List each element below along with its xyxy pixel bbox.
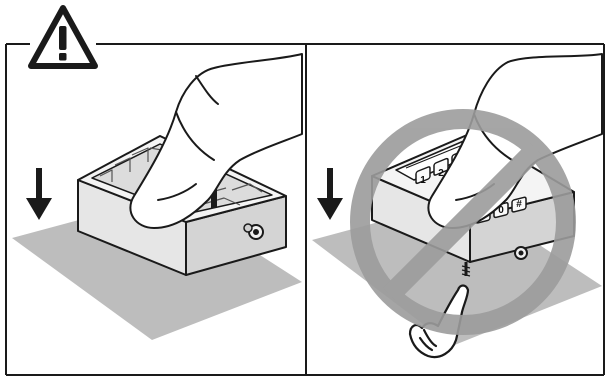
- arrow-down-icon: [317, 168, 343, 220]
- panel-incorrect: 1 2 3 * 0 #: [312, 53, 603, 359]
- key-hash: #: [511, 196, 527, 213]
- key-2: 2: [433, 157, 449, 179]
- warning-triangle-icon: [28, 5, 98, 69]
- svg-text:0: 0: [498, 205, 504, 216]
- exclamation-dot: [59, 53, 67, 61]
- svg-text:1: 1: [420, 175, 426, 186]
- panel-correct: [12, 53, 303, 340]
- exclamation-bar: [59, 26, 67, 50]
- pressing-hand: [129, 53, 303, 229]
- svg-text:2: 2: [438, 168, 444, 179]
- arrow-down-icon: [26, 168, 52, 220]
- panel-frame: [5, 43, 605, 376]
- prohibition-icon: [350, 109, 576, 335]
- key-1: 1: [415, 166, 431, 186]
- svg-text:#: #: [516, 199, 522, 210]
